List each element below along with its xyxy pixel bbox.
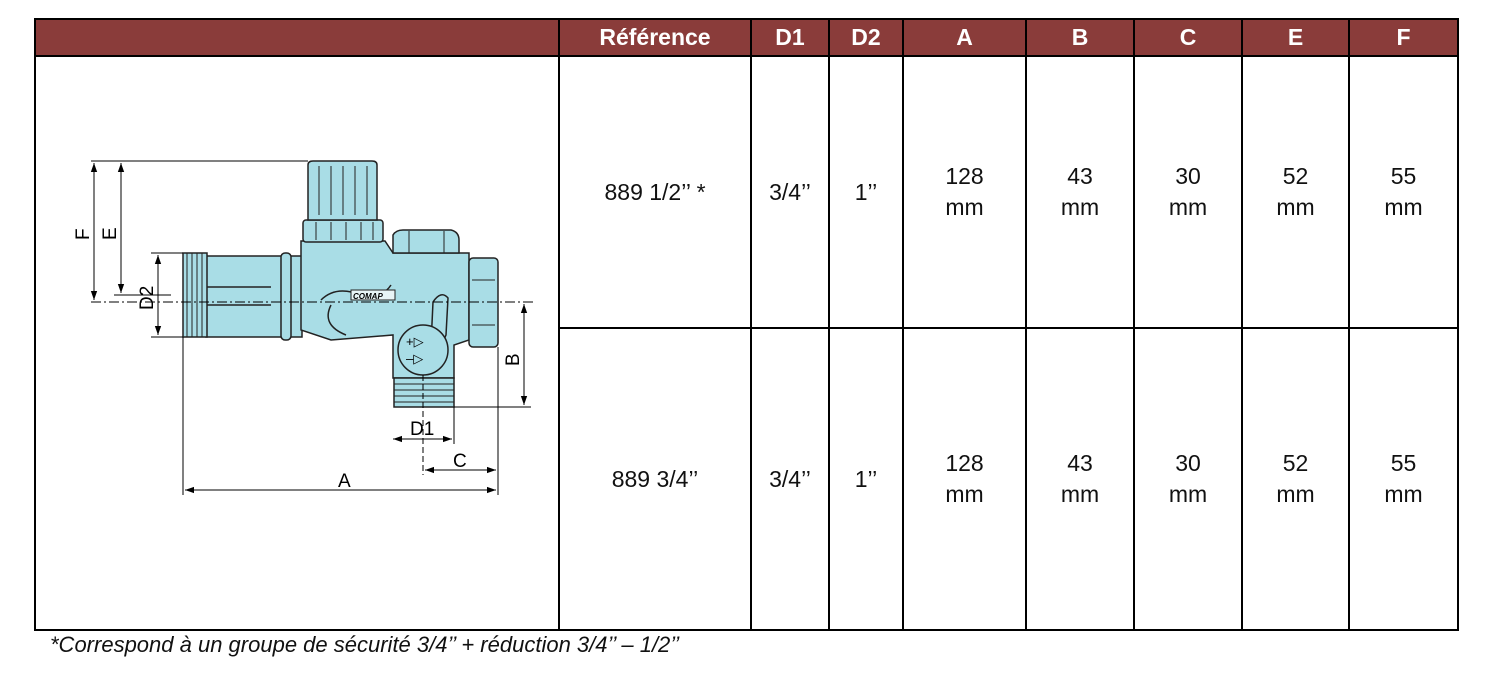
dim-label-f: F [73, 228, 94, 240]
valve-diagram: COMAP +▷ –▷ [73, 160, 536, 495]
dim-label-c: C [453, 451, 467, 472]
cell-d1: 3/4’’ [750, 55, 830, 329]
value: 43 [1067, 450, 1093, 476]
cell-e: 52 mm [1241, 55, 1350, 329]
dimensions-table: Référence D1 D2 A B C E F [34, 18, 1459, 631]
value: 30 [1175, 163, 1201, 189]
unit: mm [1168, 194, 1208, 220]
unit: mm [1168, 481, 1208, 507]
value: 30 [1175, 450, 1201, 476]
cell-c: 30 mm [1133, 327, 1243, 631]
header-a: A [902, 18, 1027, 57]
header-reference: Référence [558, 18, 752, 57]
cell-e: 52 mm [1241, 327, 1350, 631]
cell-f: 55 mm [1348, 327, 1459, 631]
unit: mm [945, 194, 984, 220]
unit: mm [1384, 194, 1423, 220]
unit: mm [1276, 481, 1315, 507]
header-d1: D1 [750, 18, 830, 57]
unit: mm [1384, 481, 1423, 507]
table-row: COMAP +▷ –▷ [34, 55, 1459, 631]
value: 55 [1390, 163, 1417, 189]
value: 52 [1282, 163, 1309, 189]
valve-body [182, 160, 499, 408]
cell-d1: 3/4’’ [750, 327, 830, 631]
cell-d2: 1’’ [828, 327, 904, 631]
handle-plus-label: +▷ [406, 334, 424, 349]
header-e: E [1241, 18, 1350, 57]
footnote: *Correspond à un groupe de sécurité 3/4’… [50, 632, 680, 657]
dim-label-d2: D2 [137, 286, 158, 310]
header-blank [34, 18, 560, 57]
unit: mm [1276, 194, 1315, 220]
value: 55 [1390, 450, 1417, 476]
header-f: F [1348, 18, 1459, 57]
cell-a: 128 mm [902, 55, 1027, 329]
dim-label-e: E [100, 227, 121, 240]
header-b: B [1025, 18, 1135, 57]
cell-b: 43 mm [1025, 55, 1135, 329]
value: 43 [1067, 163, 1093, 189]
brand-logo: COMAP [353, 292, 383, 301]
handle-minus-label: –▷ [406, 351, 423, 366]
table-row: 889 3/4’’ 3/4’’ 1’’ 128 mm 43 mm 30 mm 52 mm… [35, 327, 1459, 631]
cell-b: 43 mm [1025, 327, 1135, 631]
unit: mm [1060, 481, 1100, 507]
header-c: C [1133, 18, 1243, 57]
cell-a: 128 mm [902, 327, 1027, 631]
header-row: Référence D1 D2 A B C E F [34, 18, 1459, 57]
cell-f: 55 mm [1348, 55, 1459, 329]
value: 52 [1282, 450, 1309, 476]
dim-label-a: A [338, 471, 351, 492]
cell-reference: 889 1/2’’ * [558, 55, 752, 329]
unit: mm [1060, 194, 1100, 220]
dimension-lines [90, 160, 536, 495]
cell-d2: 1’’ [828, 55, 904, 329]
cell-reference: 889 3/4’’ [558, 327, 752, 631]
value: 128 [945, 450, 984, 476]
valve-diagram-cell: COMAP +▷ –▷ [34, 55, 560, 631]
cell-c: 30 mm [1133, 55, 1243, 329]
dim-label-b: B [503, 353, 524, 366]
value: 128 [945, 163, 984, 189]
header-d2: D2 [828, 18, 904, 57]
unit: mm [945, 481, 984, 507]
dim-label-d1: D1 [410, 419, 434, 440]
